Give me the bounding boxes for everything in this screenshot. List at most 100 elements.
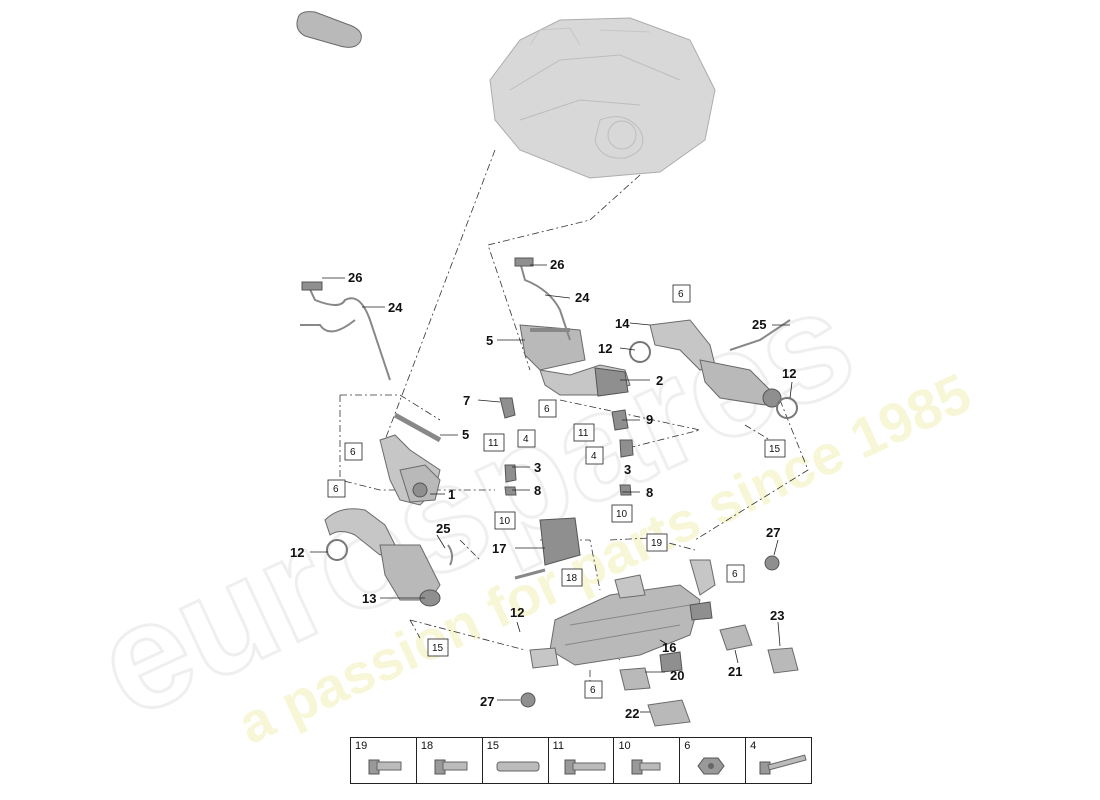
ref-box-15: 15 [427, 638, 449, 657]
callout-23: 23 [770, 608, 784, 623]
brackets [499, 397, 634, 496]
legend-cell-6: 6 [680, 738, 747, 783]
svg-text:6: 6 [350, 447, 356, 458]
callout-20: 20 [670, 668, 684, 683]
ref-box-11: 11 [573, 423, 595, 442]
callout-26: 26 [348, 270, 362, 285]
callout-16: 16 [662, 640, 676, 655]
legend-cell-4: 4 [746, 738, 811, 783]
engine-block [489, 17, 716, 179]
svg-text:11: 11 [578, 428, 589, 439]
callout-8: 8 [534, 483, 541, 498]
tailpipes [619, 624, 799, 727]
rear-muffler [529, 559, 716, 673]
legend-number: 10 [618, 740, 631, 752]
svg-text:19: 19 [651, 538, 663, 549]
svg-text:10: 10 [499, 516, 511, 527]
ref-box-10: 10 [611, 504, 633, 523]
svg-text:11: 11 [488, 438, 499, 449]
ref-box-6: 6 [584, 680, 603, 699]
callout-12: 12 [510, 605, 524, 620]
gaskets [393, 328, 570, 443]
fastener-legend: 19 18 15 11 10 6 4 [350, 737, 812, 784]
callouts: 26 24 26 24 5 14 12 2 25 12 7 5 1 3 8 9 … [290, 257, 796, 721]
callout-7: 7 [463, 393, 470, 408]
callout-26: 26 [550, 257, 564, 272]
callout-5: 5 [486, 333, 493, 348]
callout-12: 12 [598, 341, 612, 356]
svg-text:6: 6 [732, 569, 738, 580]
leader-lines [310, 264, 793, 713]
svg-text:6: 6 [333, 484, 339, 495]
svg-text:15: 15 [769, 444, 781, 455]
legend-cell-19: 19 [351, 738, 417, 783]
oxygen-sensors [300, 257, 791, 566]
ref-box-6: 6 [344, 442, 363, 461]
legend-cell-15: 15 [483, 738, 549, 783]
ref-box-4: 4 [585, 446, 604, 465]
left-catalytic-converter [324, 508, 441, 607]
bolt-flange-icon [434, 759, 468, 775]
ref-box-4: 4 [517, 429, 536, 448]
callout-27: 27 [480, 694, 494, 709]
bolt-long-icon [564, 759, 606, 775]
callout-5: 5 [462, 427, 469, 442]
callout-14: 14 [615, 316, 630, 331]
legend-number: 4 [750, 740, 757, 752]
svg-text:6: 6 [590, 685, 596, 696]
svg-text:6: 6 [544, 404, 550, 415]
legend-cell-10: 10 [614, 738, 681, 783]
callout-25: 25 [436, 521, 450, 536]
callout-9: 9 [646, 412, 653, 427]
ref-box-10: 10 [494, 511, 516, 530]
ref-box-11: 11 [483, 433, 505, 452]
callout-1: 1 [448, 487, 455, 502]
bolt-short-icon [631, 759, 661, 775]
callout-24: 24 [575, 290, 590, 305]
stud-bolt-icon [496, 761, 540, 772]
ref-box-6: 6 [726, 564, 745, 583]
left-manifold [379, 434, 441, 506]
callout-3: 3 [534, 460, 541, 475]
ref-box-6: 6 [327, 479, 346, 498]
callout-2: 2 [656, 373, 663, 388]
svg-text:6: 6 [678, 289, 684, 300]
ref-box-6: 6 [672, 284, 691, 303]
boxed-references: 6 6 6 6 6 6 4 4 11 11 10 10 15 15 18 19 [327, 284, 786, 699]
svg-text:4: 4 [591, 451, 597, 462]
svg-text:15: 15 [432, 643, 444, 654]
legend-cell-11: 11 [549, 738, 615, 783]
bolt-extra-long-icon [759, 754, 807, 775]
ref-box-6: 6 [538, 399, 557, 418]
engine-cover-part [296, 11, 362, 48]
callout-17: 17 [492, 541, 506, 556]
heat-shield-bracket [514, 517, 581, 580]
bolt-flange-icon [368, 759, 402, 775]
legend-cell-18: 18 [417, 738, 483, 783]
callout-25: 25 [752, 317, 766, 332]
legend-number: 19 [355, 740, 368, 752]
right-catalytic-converter [629, 319, 798, 419]
ref-box-19: 19 [646, 533, 668, 552]
callout-12: 12 [782, 366, 796, 381]
legend-number: 6 [684, 740, 691, 752]
svg-text:10: 10 [616, 509, 628, 520]
legend-number: 11 [552, 740, 564, 752]
callout-13: 13 [362, 591, 376, 606]
ref-box-15: 15 [764, 439, 786, 458]
svg-text:4: 4 [523, 434, 529, 445]
callout-21: 21 [728, 664, 742, 679]
callout-27: 27 [766, 525, 780, 540]
svg-text:18: 18 [566, 573, 578, 584]
callout-22: 22 [625, 706, 639, 721]
callout-24: 24 [388, 300, 403, 315]
callout-8: 8 [646, 485, 653, 500]
callout-12: 12 [290, 545, 304, 560]
legend-number: 15 [486, 740, 499, 752]
callout-3: 3 [624, 462, 631, 477]
nut-icon [697, 757, 725, 775]
legend-number: 18 [420, 740, 434, 752]
ref-box-18: 18 [561, 568, 583, 587]
grommets [520, 555, 780, 708]
